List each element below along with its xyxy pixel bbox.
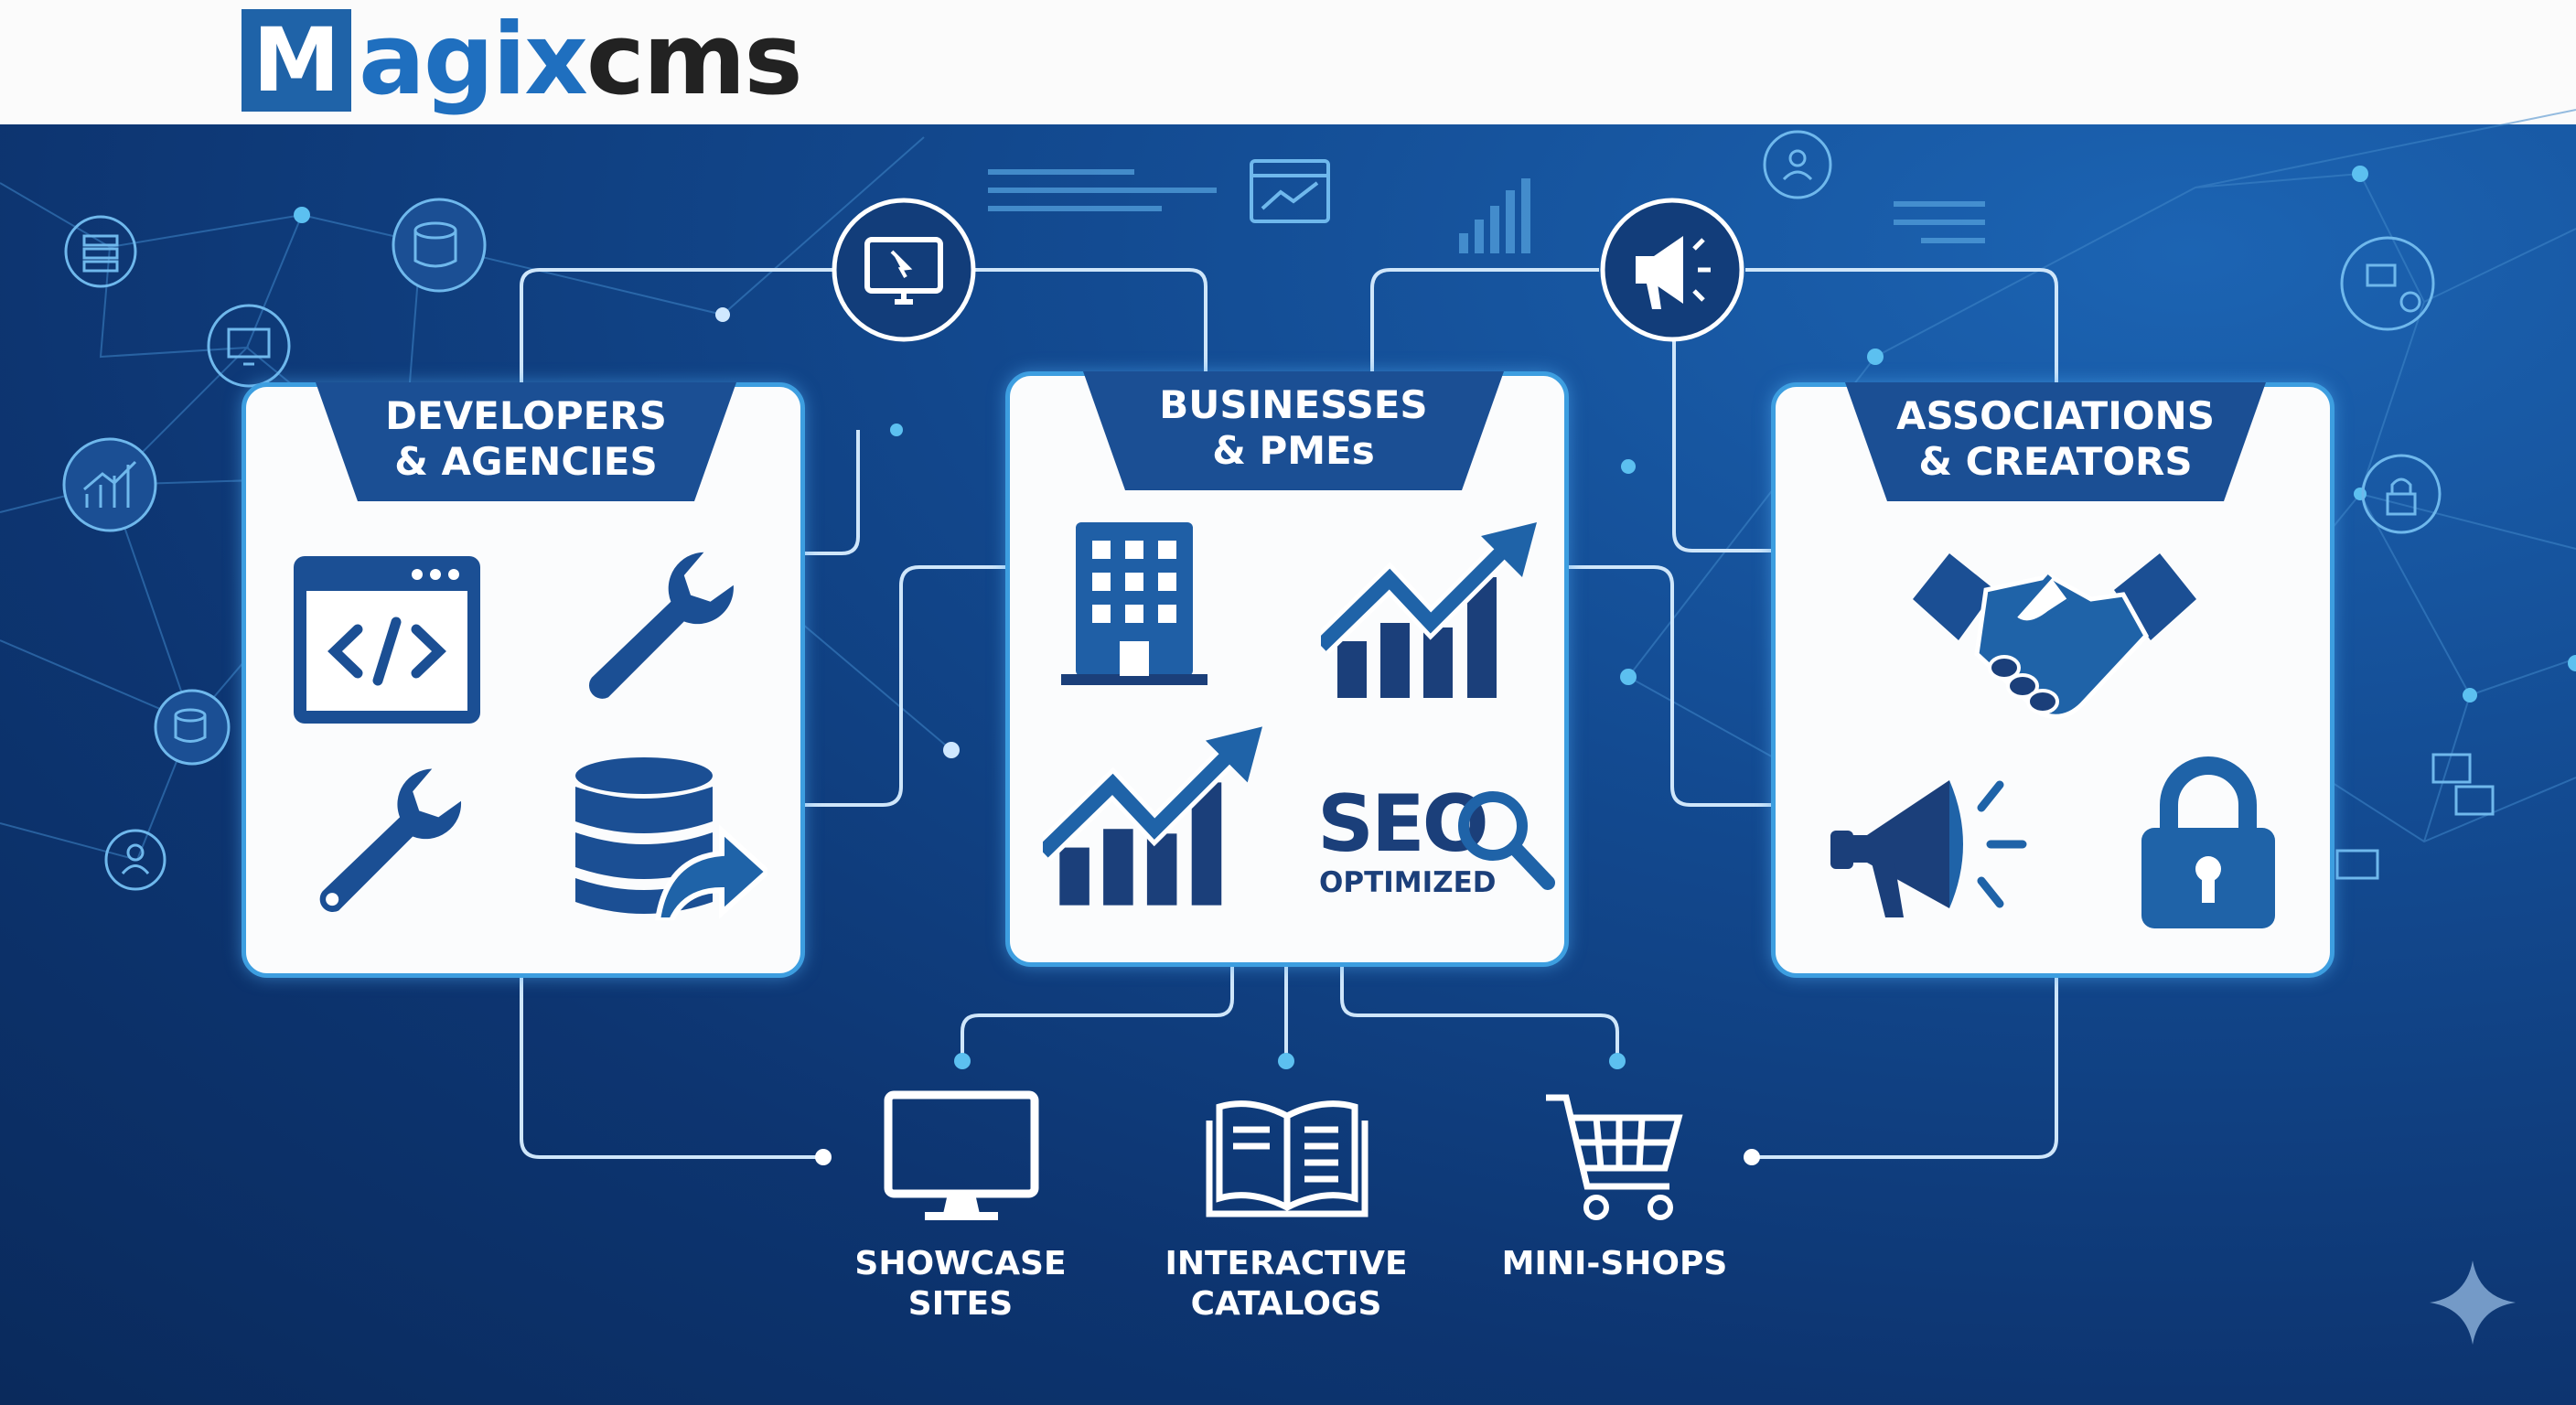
- user-node-icon-2: [1763, 130, 1832, 199]
- title-line: ASSOCIATIONS: [1896, 393, 2215, 438]
- handshake-icon: [1913, 553, 2196, 719]
- monitor-cursor-circle-icon: [832, 198, 976, 342]
- growth-chart-icon: [1321, 522, 1537, 698]
- trend-window-icon: [1250, 159, 1330, 223]
- lock-icon: [2141, 756, 2275, 928]
- building-icon: [1061, 522, 1208, 685]
- seo-optimized-badge: SEO OPTIMIZED: [1317, 778, 1555, 906]
- output-mini-shops: MINI-SHOPS: [1468, 1244, 1761, 1284]
- decorative-text-lines: [988, 169, 1985, 253]
- output-label: MINI-SHOPS: [1501, 1245, 1728, 1282]
- title-line: & PMEs: [1212, 428, 1375, 473]
- magnifier-icon: [1458, 791, 1555, 890]
- optimized-text: OPTIMIZED: [1319, 866, 1497, 899]
- megaphone-circle-icon: [1600, 198, 1744, 342]
- monitor-node-icon-2: [2335, 849, 2379, 880]
- output-label: CATALOGS: [1190, 1285, 1382, 1323]
- title-line: BUSINESSES: [1159, 382, 1428, 427]
- growth-chart-icon-2: [1043, 726, 1262, 906]
- megaphone-icon: [1830, 780, 2027, 917]
- logo-middle: agix: [359, 3, 588, 117]
- title-line: & AGENCIES: [394, 439, 658, 484]
- sparkle-icon: [2430, 1260, 2516, 1345]
- card-title: BUSINESSES& PMEs: [1083, 371, 1504, 490]
- card-developers-agencies: DEVELOPERS& AGENCIES: [242, 382, 805, 978]
- card-title: DEVELOPERS& AGENCIES: [316, 382, 736, 501]
- devices-node-icon: [2454, 785, 2495, 816]
- connector-dots: [815, 1053, 1760, 1165]
- user-node-icon: [104, 829, 166, 891]
- code-window-icon: [294, 556, 480, 724]
- card-businesses-pmes: BUSINESSES& PMEs SEO OPTIMIZED: [1005, 371, 1569, 967]
- card-associations-creators: ASSOCIATIONS& CREATORS: [1771, 382, 2334, 978]
- title-line: & CREATORS: [1918, 439, 2193, 484]
- settings-node-icon: [2340, 236, 2435, 331]
- header: M agix cms: [0, 0, 2576, 124]
- chart-node-icon: [62, 437, 157, 532]
- wrench-icon: [588, 552, 734, 699]
- book-icon: [1206, 1100, 1368, 1217]
- output-label: INTERACTIVE: [1165, 1245, 1408, 1282]
- logo-initial: M: [242, 9, 351, 112]
- card-title: ASSOCIATIONS& CREATORS: [1845, 382, 2266, 501]
- output-label: SITES: [907, 1285, 1014, 1323]
- db-node-icon: [154, 689, 231, 766]
- monitor-icon: [884, 1090, 1039, 1220]
- output-label: SHOWCASE: [854, 1245, 1067, 1282]
- lock-node-icon: [2361, 454, 2442, 534]
- logo-suffix: cms: [585, 3, 803, 117]
- database-node-icon: [392, 198, 487, 293]
- database-export-icon: [575, 757, 767, 920]
- title-line: DEVELOPERS: [385, 393, 667, 438]
- monitor-node-icon: [207, 304, 291, 388]
- connector-lines: [520, 268, 2058, 1159]
- magixcms-logo: M agix cms: [242, 3, 803, 117]
- wrench-icon-2: [319, 768, 462, 913]
- server-node-icon: [64, 215, 137, 288]
- cart-icon: [1546, 1094, 1683, 1220]
